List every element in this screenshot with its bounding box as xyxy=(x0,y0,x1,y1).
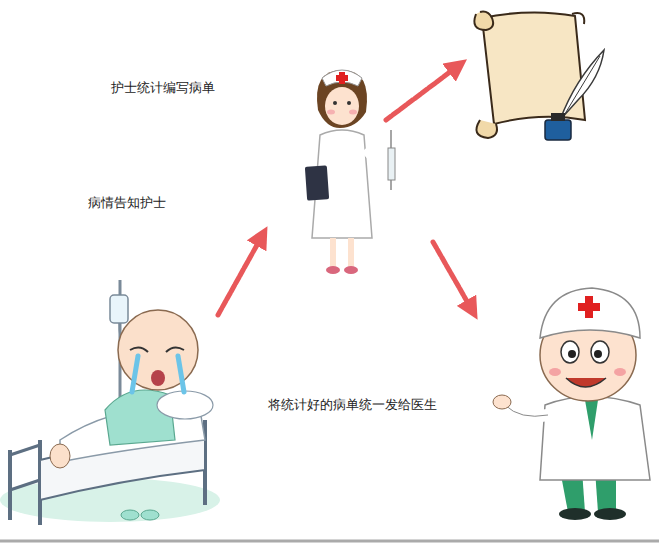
bottom-rule xyxy=(0,540,659,543)
patient-figure xyxy=(0,280,220,525)
step-label: 将统计好的病单统一发给医生 xyxy=(268,397,437,413)
nurse-figure xyxy=(305,70,395,274)
step-label: 护士统计编写病单 xyxy=(111,80,215,96)
flow-arrows xyxy=(218,66,472,315)
scroll-figure xyxy=(474,12,604,140)
doctor-figure xyxy=(493,288,650,520)
step-label: 病情告知护士 xyxy=(88,195,166,211)
